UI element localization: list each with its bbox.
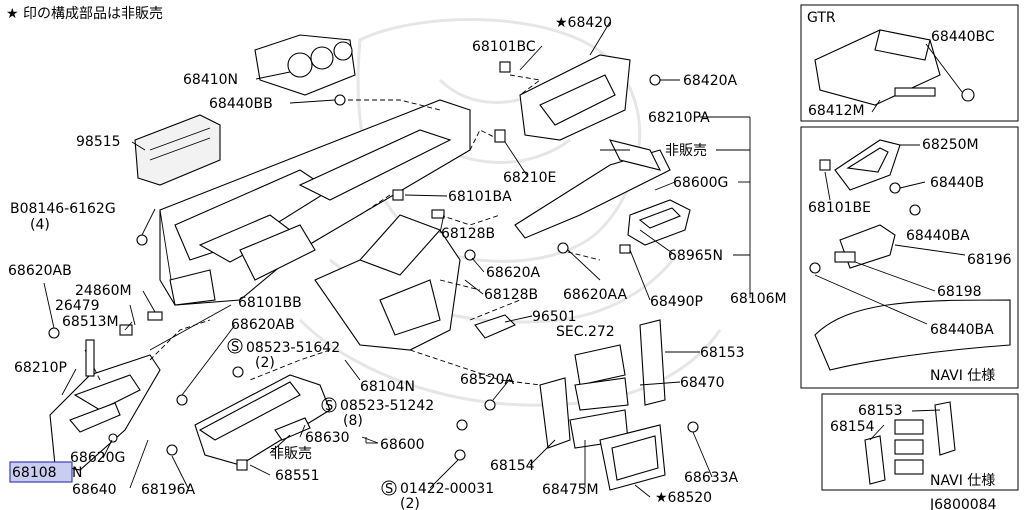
meter-cluster-hood-drawing [254, 34, 356, 96]
label-68620AB-left[interactable]: 68620AB [8, 263, 72, 279]
label-68101BE[interactable]: 68101BE [808, 200, 871, 216]
screw-symbol-s-3: S [385, 482, 393, 497]
label-68196A[interactable]: 68196A [141, 482, 196, 498]
label-68420A[interactable]: 68420A [683, 73, 738, 89]
label-68520A[interactable]: 68520A [460, 372, 515, 388]
label-68153-right[interactable]: 68153 [858, 403, 903, 419]
label-68104N[interactable]: 68104N [360, 379, 415, 395]
label-68620AA[interactable]: 68620AA [563, 287, 628, 303]
header-note: ★ 印の構成部品は非販売 [6, 6, 163, 22]
label-68640[interactable]: 68640 [72, 482, 117, 498]
label-98515[interactable]: 98515 [76, 134, 121, 150]
label-08523-51242[interactable]: 08523-51242 [340, 398, 434, 414]
audio-bracket-assembly-drawing [539, 319, 666, 491]
label-68410N[interactable]: 68410N [183, 72, 238, 88]
panel-98515-drawing [134, 114, 221, 186]
part-labels: 68410N 68440BB 98515 B08146-6162G (4) 68… [8, 10, 1012, 510]
cluster-lid-drawing [519, 54, 631, 141]
label-68490P[interactable]: 68490P [650, 294, 703, 310]
label-68210E[interactable]: 68210E [503, 170, 556, 186]
screw-symbol-icon [381, 480, 397, 496]
label-68620AB-center[interactable]: 68620AB [231, 317, 295, 333]
navi-spec-label-1: NAVI 仕様 [930, 368, 995, 384]
label-68106M[interactable]: 68106M [730, 291, 787, 307]
label-68128B-lower[interactable]: 68128B [484, 287, 538, 303]
screw-symbol-icon [321, 397, 337, 413]
label-68108-highlighted[interactable]: 68108 [12, 465, 57, 481]
label-68440B[interactable]: 68440B [930, 175, 984, 191]
instrument-panel-assembly-drawing [159, 99, 471, 306]
label-68101BA[interactable]: 68101BA [448, 189, 512, 205]
label-68620A[interactable]: 68620A [486, 265, 541, 281]
label-08523-51642[interactable]: 08523-51642 [246, 340, 340, 356]
label-68153-center[interactable]: 68153 [700, 345, 745, 361]
label-68633A[interactable]: 68633A [684, 470, 739, 486]
navi-variant-box-2 [821, 393, 1019, 491]
label-hihanbai-panel: 非販売 [665, 143, 707, 159]
screw-symbol-s-1: S [231, 340, 239, 355]
label-68196[interactable]: 68196 [967, 252, 1012, 268]
label-68108-suffix: N [72, 465, 82, 481]
label-hihanbai-glovebox: 非販売 [270, 446, 312, 462]
navi-spec-label-2: NAVI 仕様 [930, 473, 995, 489]
fastener-symbols [48, 61, 699, 471]
label-68440BB[interactable]: 68440BB [209, 96, 273, 112]
label-01422-00031[interactable]: 01422-00031 [400, 481, 494, 497]
highlighted-part-box [9, 461, 73, 483]
label-68154-center[interactable]: 68154 [490, 458, 535, 474]
label-68440BA-lower[interactable]: 68440BA [930, 322, 994, 338]
screw-symbol-icon [227, 338, 243, 354]
label-68475M[interactable]: 68475M [542, 482, 599, 498]
gtr-title: GTR [807, 10, 836, 26]
switch-96501-drawing [474, 314, 516, 339]
glove-box-drawing [194, 374, 331, 466]
label-68420[interactable]: ★68420 [555, 15, 612, 31]
label-68440BC[interactable]: 68440BC [931, 29, 995, 45]
label-68412M[interactable]: 68412M [808, 103, 865, 119]
label-68440BA-upper[interactable]: 68440BA [906, 228, 970, 244]
leader-lines [43, 21, 751, 498]
label-08146-qty: (4) [30, 217, 50, 233]
label-68210PA[interactable]: 68210PA [648, 110, 710, 126]
label-08523-51642-qty: (2) [255, 355, 275, 371]
label-01422-qty: (2) [400, 496, 420, 510]
label-68600G[interactable]: 68600G [673, 175, 728, 191]
label-08146-6162G[interactable]: B08146-6162G [10, 201, 116, 217]
navi-variant-box-1 [800, 126, 1019, 389]
label-68198[interactable]: 68198 [937, 284, 982, 300]
label-68101BB[interactable]: 68101BB [238, 295, 302, 311]
screw-symbol-s-2: S [325, 399, 333, 414]
center-console-drawing [314, 214, 461, 351]
label-68128B-upper[interactable]: 68128B [441, 226, 495, 242]
label-68551[interactable]: 68551 [275, 468, 320, 484]
pocket-68965N-drawing [627, 199, 691, 246]
label-68250M[interactable]: 68250M [922, 137, 979, 153]
lower-panel-driver-drawing [49, 354, 161, 471]
label-68513M[interactable]: 68513M [62, 314, 119, 330]
label-08523-51242-qty: (8) [343, 413, 363, 429]
label-68630[interactable]: 68630 [305, 430, 350, 446]
label-68620G[interactable]: 68620G [70, 450, 125, 466]
label-68154-right[interactable]: 68154 [830, 419, 875, 435]
label-68520[interactable]: ★68520 [655, 490, 712, 506]
center-panel-drawing [514, 139, 671, 239]
label-68210P[interactable]: 68210P [14, 360, 67, 376]
label-24860M[interactable]: 24860M [75, 283, 132, 299]
label-68600[interactable]: 68600 [380, 437, 425, 453]
label-68965N[interactable]: 68965N [668, 248, 723, 264]
label-68101BC[interactable]: 68101BC [472, 39, 536, 55]
label-sec-272[interactable]: SEC.272 [556, 324, 615, 340]
gtr-variant-box [800, 4, 1019, 122]
label-96501[interactable]: 96501 [532, 309, 577, 325]
diagram-code: J6800084 [929, 497, 997, 510]
label-68470[interactable]: 68470 [680, 375, 725, 391]
label-26479[interactable]: 26479 [55, 298, 100, 314]
